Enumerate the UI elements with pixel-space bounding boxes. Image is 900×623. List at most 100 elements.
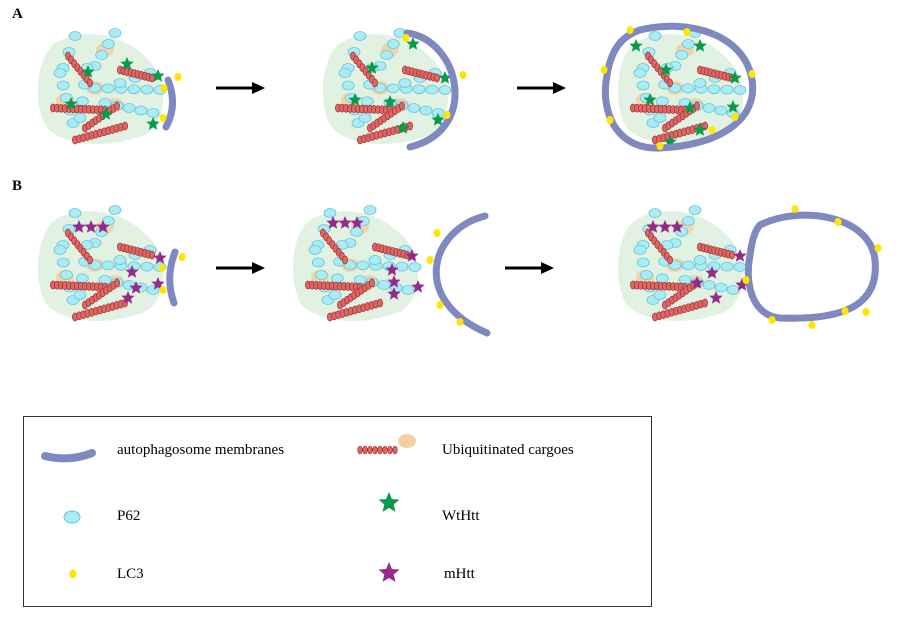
p62-unit — [53, 245, 67, 255]
p62-unit — [681, 39, 695, 49]
p62-unit — [398, 78, 412, 88]
lc3-dot — [159, 286, 167, 294]
arrow-head — [553, 82, 566, 94]
p62-unit — [338, 68, 352, 78]
mhtt-star — [705, 266, 719, 279]
mhtt-star — [350, 216, 364, 229]
wthtt-star — [683, 101, 697, 114]
mhtt-star — [96, 220, 110, 233]
mhtt-star — [411, 280, 425, 293]
p62-unit — [328, 290, 342, 300]
mhtt-star — [84, 220, 98, 233]
ubiquitin-unit — [702, 298, 708, 308]
p62-unit — [108, 28, 122, 38]
legend-mhtt-label: mHtt — [444, 566, 475, 582]
mhtt-star — [129, 281, 143, 294]
lc3-dot — [708, 126, 716, 134]
arrow-head — [252, 82, 265, 94]
p62-unit — [358, 113, 372, 123]
legend-ubiquitin-icon — [377, 445, 383, 455]
p62-unit — [633, 68, 647, 78]
mhtt-star — [646, 220, 660, 233]
mhtt-star — [735, 278, 749, 291]
p62-unit — [648, 31, 662, 41]
p62-unit — [407, 103, 421, 113]
p62-unit — [412, 84, 426, 95]
lc3-dot — [768, 316, 776, 324]
p62-unit — [127, 84, 141, 95]
p62-unit — [68, 31, 82, 41]
wthtt-star — [151, 69, 165, 82]
mhtt-star — [387, 275, 401, 288]
lc3-dot — [808, 321, 816, 329]
legend-ubiquitin-icon — [362, 445, 368, 455]
p62-unit — [108, 205, 122, 215]
p62-unit — [702, 103, 716, 113]
lc3-dot — [178, 253, 186, 261]
p62-unit — [315, 270, 328, 280]
p62-unit — [636, 80, 650, 91]
p62-unit — [95, 50, 109, 60]
p62-unit — [75, 273, 89, 284]
mhtt-star — [326, 216, 340, 229]
protein-aggregate — [292, 205, 422, 322]
legend-ubiquitin-icon — [387, 445, 393, 455]
ubiquitin-unit — [122, 121, 128, 131]
mhtt-star — [709, 291, 723, 304]
lc3-dot — [433, 229, 441, 237]
p62-unit — [56, 80, 70, 91]
wthtt-star — [693, 39, 707, 52]
p62-unit — [368, 255, 382, 265]
p62-unit — [330, 273, 344, 284]
legend-wthtt-label: WtHtt — [442, 508, 480, 524]
arrow-head — [541, 262, 554, 274]
p62-unit — [68, 208, 82, 218]
p62-unit — [693, 78, 707, 88]
mhtt-star — [125, 265, 139, 278]
p62-unit — [386, 39, 400, 49]
p62-unit — [648, 208, 662, 218]
wthtt-star — [120, 57, 134, 70]
wthtt-star — [365, 61, 379, 74]
p62-unit — [675, 50, 689, 60]
legend-wthtt-icon — [378, 492, 400, 512]
lc3-dot — [600, 66, 608, 74]
wthtt-star — [396, 121, 410, 134]
p62-unit — [146, 108, 160, 118]
lc3-dot — [443, 111, 451, 119]
wthtt-star — [726, 100, 740, 113]
wthtt-star — [438, 71, 452, 84]
p62-unit — [636, 257, 650, 268]
lc3-dot — [158, 264, 166, 272]
mhtt-star — [387, 287, 401, 300]
legend — [23, 416, 652, 607]
ubiquitin-unit — [87, 255, 93, 265]
lc3-dot — [748, 70, 756, 78]
lc3-dot — [459, 71, 467, 79]
ubiquitin-unit — [114, 101, 120, 111]
p62-unit — [140, 84, 154, 95]
p62-unit — [425, 84, 439, 95]
ubiquitin-unit — [667, 78, 673, 88]
autophagosome-membrane — [166, 248, 179, 307]
lc3-dot — [874, 244, 882, 252]
legend-lc3-icon — [69, 569, 77, 579]
p62-unit — [653, 113, 667, 123]
mhtt-star — [121, 291, 135, 304]
wthtt-star — [643, 93, 657, 106]
p62-unit — [733, 262, 747, 272]
protein-aggregate — [37, 205, 167, 322]
mhtt-star — [153, 251, 167, 264]
p62-unit — [419, 105, 433, 116]
p62-unit — [308, 245, 322, 255]
autophagosome-vesicle — [601, 22, 757, 152]
wthtt-star — [406, 37, 420, 50]
mhtt-star — [670, 220, 684, 233]
mhtt-star — [338, 216, 352, 229]
wthtt-star — [431, 113, 445, 126]
lc3-dot — [159, 114, 167, 122]
p62-unit — [311, 257, 325, 268]
lc3-dot — [456, 318, 464, 326]
